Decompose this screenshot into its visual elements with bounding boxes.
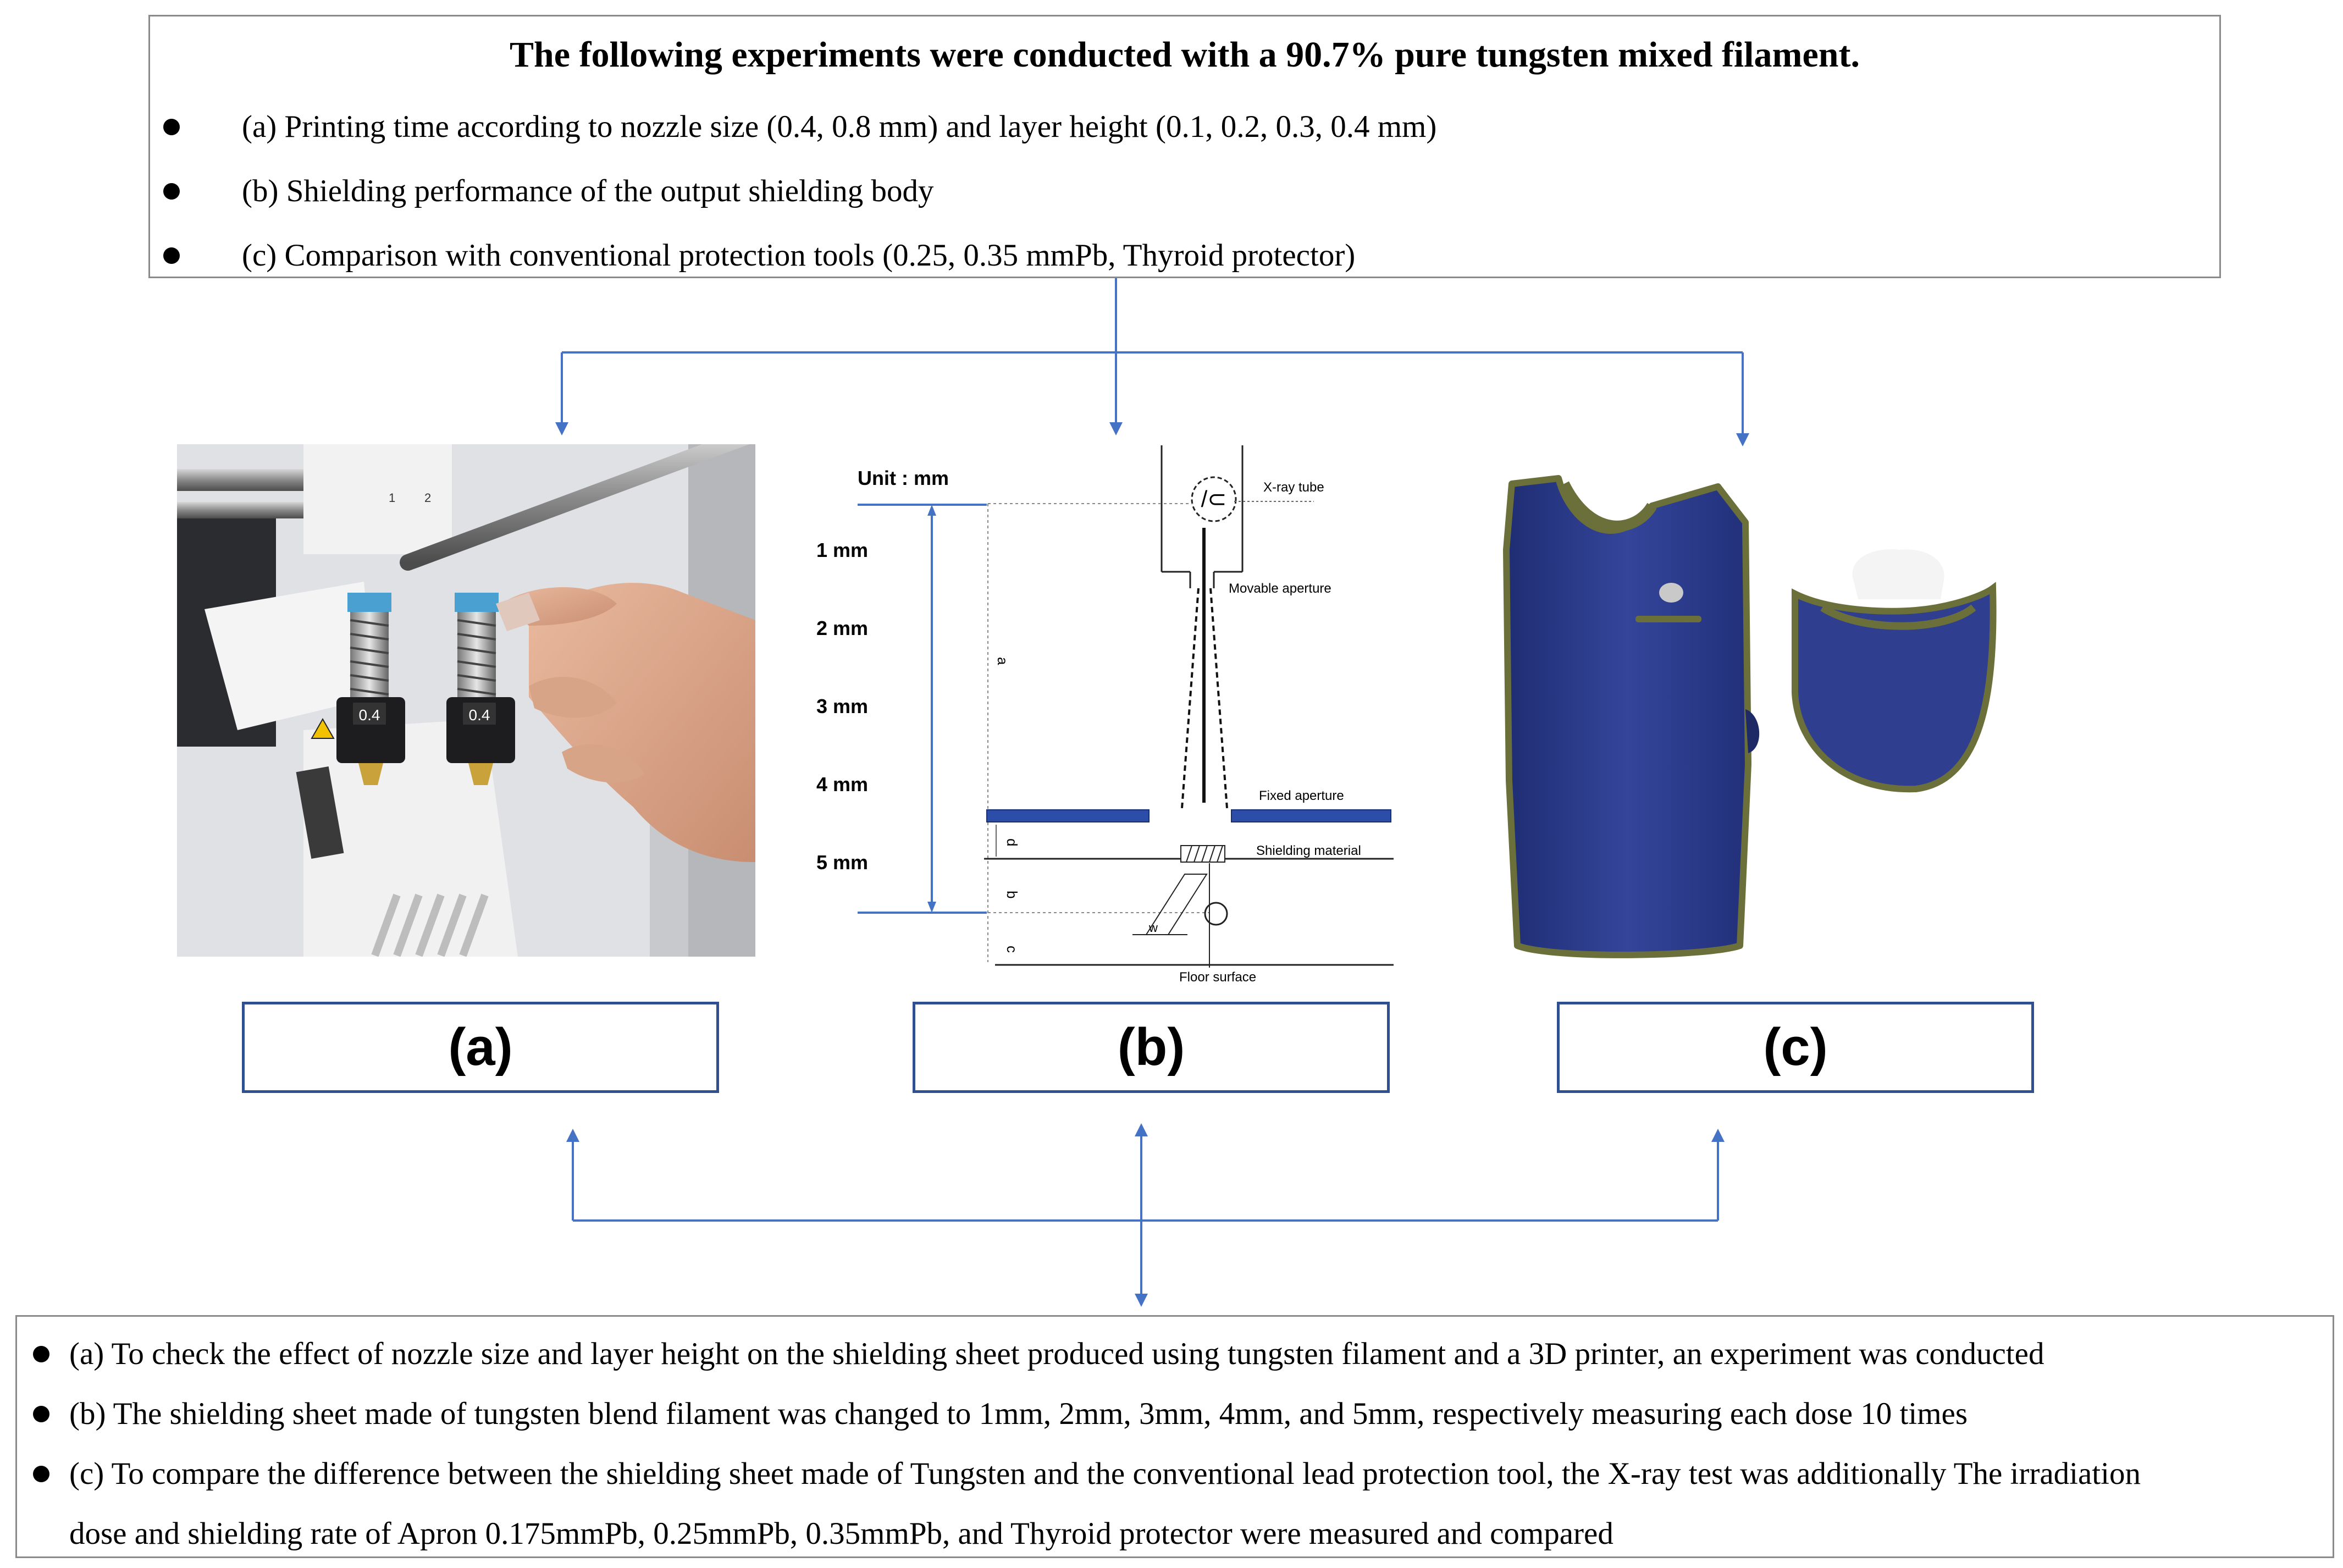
carriage-mark: 2 xyxy=(424,491,431,505)
dimension-w-label: w xyxy=(1148,921,1158,935)
protection-tools-photo xyxy=(1487,473,2037,962)
detail-item-c-line1: (c) To compare the difference between th… xyxy=(69,1456,2141,1491)
dimension-b-label: b xyxy=(1004,891,1020,898)
panel-label-a: (a) xyxy=(242,1002,719,1093)
thickness-label: 1 mm xyxy=(816,539,868,561)
thickness-label: 3 mm xyxy=(816,695,868,717)
nozzle-size-label: 0.4 xyxy=(359,706,380,724)
panel-label-b-text: (b) xyxy=(1117,1018,1185,1076)
panel-label-b: (b) xyxy=(913,1002,1390,1093)
summary-item-b: (b) Shielding performance of the output … xyxy=(242,174,934,208)
dimension-d-label: d xyxy=(1004,838,1020,846)
dimension-c-label: c xyxy=(1004,946,1020,953)
lead-apron xyxy=(1503,475,1760,958)
unit-label: Unit : mm xyxy=(858,467,949,489)
bullet-icon xyxy=(163,119,180,135)
detail-item-b: (b) The shielding sheet made of tungsten… xyxy=(69,1396,1968,1431)
bullet-icon xyxy=(33,1406,49,1422)
thyroid-protector xyxy=(1792,549,1997,793)
carriage-mark: 1 xyxy=(389,491,395,505)
bullet-icon xyxy=(33,1346,49,1362)
thickness-label: 4 mm xyxy=(816,773,868,796)
thickness-label: 2 mm xyxy=(816,617,868,639)
experiments-summary-box xyxy=(148,15,2221,278)
detail-item-c-line2: dose and shielding rate of Apron 0.175mm… xyxy=(69,1516,1613,1551)
top-connector xyxy=(555,278,1749,446)
nozzle-size-label: 0.4 xyxy=(469,706,490,724)
xray-setup-diagram: Unit : mm 1 mm 2 mm 3 mm 4 mm 5 mm /⊂ X-… xyxy=(803,440,1429,985)
panel-label-c-text: (c) xyxy=(1763,1018,1828,1076)
movable-aperture-label: Movable aperture xyxy=(1229,581,1331,596)
shielding-material-label: Shielding material xyxy=(1256,843,1361,858)
summary-item-a: (a) Printing time according to nozzle si… xyxy=(242,109,1437,144)
bullet-icon xyxy=(163,183,180,200)
bullet-icon xyxy=(33,1466,49,1482)
floor-surface-label: Floor surface xyxy=(1179,970,1256,984)
summary-item-c: (c) Comparison with conventional protect… xyxy=(242,238,1356,273)
bottom-connector xyxy=(566,1123,1725,1307)
detail-item-a: (a) To check the effect of nozzle size a… xyxy=(69,1337,2044,1371)
experiment-details-box xyxy=(15,1315,2334,1558)
panel-label-a-text: (a) xyxy=(448,1018,513,1076)
fixed-aperture-label: Fixed aperture xyxy=(1259,788,1344,803)
printer-nozzle-photo: 1 2 0.4 xyxy=(177,444,755,957)
xray-tube-label: X-ray tube xyxy=(1263,480,1324,495)
summary-title: The following experiments were conducted… xyxy=(510,35,1860,75)
bullet-icon xyxy=(163,247,180,264)
panel-label-c: (c) xyxy=(1557,1002,2034,1093)
dimension-a-label: a xyxy=(994,657,1011,665)
xray-tube-symbol: /⊂ xyxy=(1201,486,1227,512)
thickness-label: 5 mm xyxy=(816,851,868,874)
